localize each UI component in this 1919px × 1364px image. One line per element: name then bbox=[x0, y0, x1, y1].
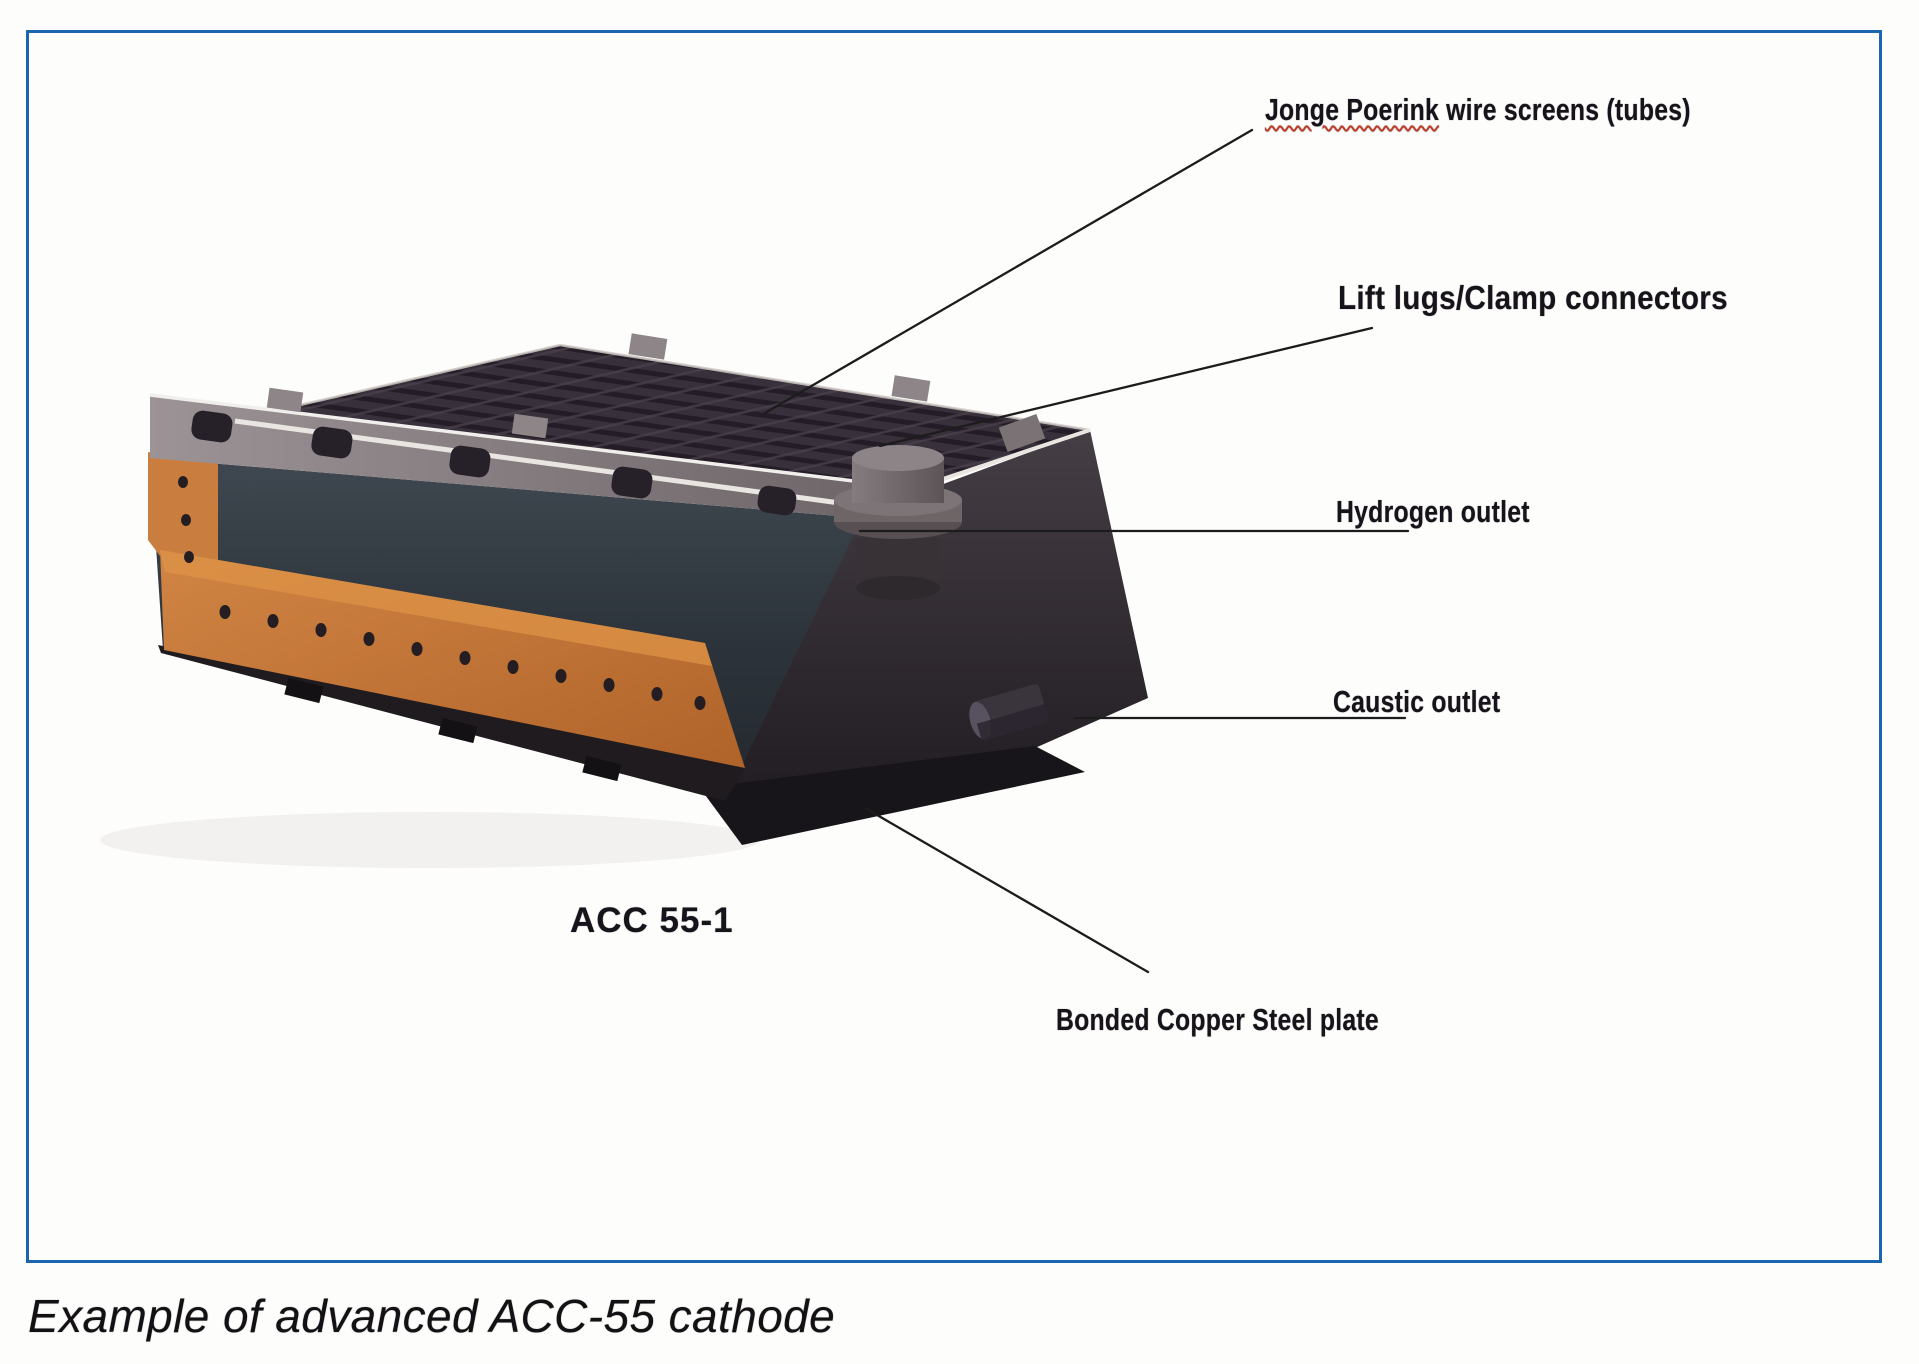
copper-plate bbox=[148, 452, 745, 768]
callout-line-lift-lugs bbox=[878, 326, 1374, 448]
callout-label-hydrogen-outlet: Hydrogen outlet bbox=[1336, 494, 1530, 529]
callout-label-caustic-outlet: Caustic outlet bbox=[1333, 684, 1501, 719]
lift-lug-tabs bbox=[266, 333, 1046, 453]
callout-label-copper-plate: Bonded Copper Steel plate bbox=[1056, 1002, 1379, 1037]
callout-label-lift-lugs: Lift lugs/Clamp connectors bbox=[1338, 279, 1728, 316]
callout-line-wire-screens bbox=[763, 128, 1254, 415]
rim-bolts bbox=[191, 410, 797, 516]
callout-label-wire-screens: Jonge Poerink wire screens (tubes) bbox=[1265, 92, 1691, 128]
figure-border bbox=[26, 30, 1882, 1263]
callout-line-copper-plate bbox=[863, 806, 1150, 974]
misspelled-text: Jonge Poerink bbox=[1265, 92, 1440, 127]
device-model-label: ACC 55-1 bbox=[570, 901, 734, 940]
box-base bbox=[700, 746, 1085, 845]
figure-caption: Example of advanced ACC-55 cathode bbox=[28, 1290, 836, 1342]
copper-rivets bbox=[178, 476, 706, 710]
callout-label-rest: wire screens (tubes) bbox=[1439, 92, 1691, 127]
caustic-outlet-port bbox=[969, 684, 1050, 741]
bottom-feet bbox=[284, 677, 622, 782]
ground-shadow bbox=[100, 812, 760, 868]
